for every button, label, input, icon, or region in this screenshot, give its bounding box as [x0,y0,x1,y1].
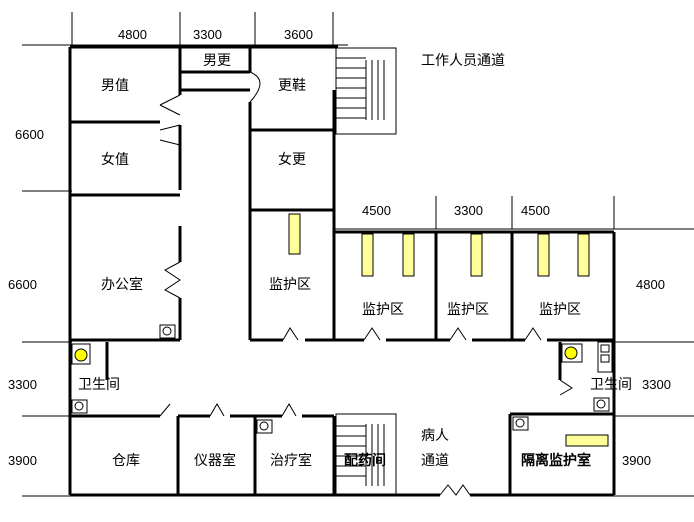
room-jianhu-1-label: 监护区 [269,277,311,293]
bed-icon [577,233,590,277]
dim-top-1: 4800 [118,27,147,42]
bed-icon [537,233,550,277]
dim-top-3: 3600 [284,27,313,42]
room-jianhu-3-label: 监护区 [447,302,489,318]
room-nvzhi-label: 女值 [101,151,129,168]
bed-icon [361,233,374,277]
patient-corridor-label-line2: 通道 [421,453,449,469]
dim-right-2: 3300 [642,377,671,392]
dim-left-4: 3900 [8,453,37,468]
dim-left-2: 6600 [8,277,37,292]
patient-corridor-label-line1: 病人 [421,428,449,444]
room-cangku-label: 仓库 [112,453,140,469]
room-weisheng-right-label: 卫生间 [590,377,632,393]
bed-icon [470,233,483,277]
corridor-labels: 工作人员通道 病人 通道 [421,53,505,469]
room-nangeng-label: 男更 [203,53,231,69]
room-bangong-label: 办公室 [101,276,143,293]
bed-icon [402,233,415,277]
room-jianhu-2-label: 监护区 [362,302,404,318]
staff-corridor-label: 工作人员通道 [421,53,505,69]
sink-icon [256,419,273,434]
dim-top-2: 3300 [193,27,222,42]
toilet-icon [561,343,583,363]
doors [159,71,573,496]
dim-left-1: 6600 [15,127,44,142]
sanitary-fixtures [71,324,613,434]
dim-mid-3: 4500 [521,203,550,218]
room-nvgeng-label: 女更 [278,151,306,168]
room-zhiliao-label: 治疗室 [270,452,312,469]
dim-left-3: 3300 [8,377,37,392]
room-genxie-label: 更鞋 [278,78,306,94]
room-geli-label: 隔离监护室 [521,452,591,469]
room-yiqi-label: 仪器室 [194,452,236,469]
room-peiyao-label: 配药间 [344,452,386,469]
staircase-top [335,47,397,135]
sink-icon [593,397,610,412]
dimension-labels: 4800 3300 3600 4500 3300 4500 6600 6600 … [8,27,671,468]
room-jianhu-4-label: 监护区 [539,302,581,318]
sink-icon [512,416,529,431]
staircase-bottom [335,413,397,497]
shower-icon [597,341,613,373]
beds [288,213,609,447]
sink-icon [71,399,88,414]
dim-right-3: 3900 [622,453,651,468]
room-weisheng-left-label: 卫生间 [78,377,120,393]
walls [68,45,616,497]
bed-icon [288,213,301,255]
dim-mid-1: 4500 [362,203,391,218]
dim-mid-2: 3300 [454,203,483,218]
toilet-icon [71,343,91,365]
room-labels: 男值 男更 更鞋 女值 女更 办公室 监护区 监护区 监护区 监护区 卫生间 卫… [78,53,632,469]
room-nanzhi-label: 男值 [101,78,129,94]
sink-icon [159,324,176,339]
dimension-lines [22,12,694,497]
dim-right-1: 4800 [636,277,665,292]
bed-icon [565,434,609,447]
